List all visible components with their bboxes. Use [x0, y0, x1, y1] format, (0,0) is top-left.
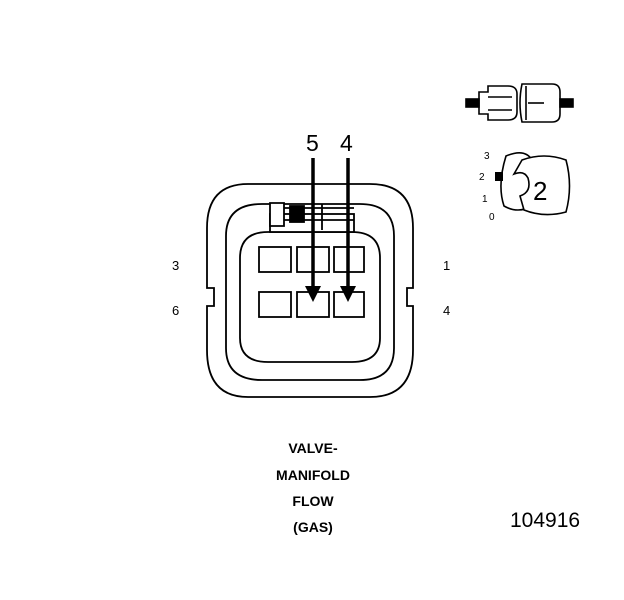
- position-label-1: 1: [482, 194, 488, 205]
- figure-number: 104916: [510, 509, 580, 532]
- caption-line-1: VALVE-: [288, 440, 338, 456]
- pin-label-3: 3: [172, 258, 179, 273]
- receptacle-housing: [519, 83, 561, 123]
- latch-hook: [269, 202, 285, 227]
- inner-cavity: [239, 231, 381, 363]
- connector-caption: VALVE- MANIFOLD FLOW (GAS): [276, 440, 350, 535]
- position-label-3: 3: [484, 151, 490, 162]
- arrow-pin-4-head: [340, 286, 356, 302]
- caption-line-3: FLOW: [292, 493, 334, 509]
- caption-line-4: (GAS): [293, 519, 333, 535]
- latch-tab: [289, 205, 305, 223]
- arrow-pin-5-head: [305, 286, 321, 302]
- indicator-marker: [495, 172, 503, 181]
- position-indicator: 3 2 1 0 2: [479, 151, 571, 223]
- terminal-cavity-pin-6: [258, 291, 292, 318]
- arrow-label-4: 4: [340, 130, 353, 156]
- terminal-cavity-pin-3: [258, 246, 292, 273]
- outer-shell: [206, 183, 414, 398]
- connector-face: [206, 183, 414, 398]
- position-label-2: 2: [479, 172, 485, 183]
- caption-line-2: MANIFOLD: [276, 467, 350, 483]
- pin-label-4: 4: [443, 303, 450, 318]
- connector-side-view-inset: [465, 83, 574, 123]
- indicator-lever: [512, 155, 571, 216]
- arrow-label-5: 5: [306, 130, 319, 156]
- wire-stub-right: [559, 98, 574, 108]
- middle-shell: [225, 203, 395, 381]
- position-label-0: 0: [489, 212, 495, 223]
- plug-housing: [478, 85, 518, 121]
- pin-arrows: 5 4: [305, 130, 356, 302]
- pin-label-6: 6: [172, 303, 179, 318]
- selected-position-label: 2: [533, 176, 547, 206]
- indicator-body: [500, 152, 533, 211]
- pin-labels: 3 6 1 4: [172, 258, 450, 318]
- pin-label-1: 1: [443, 258, 450, 273]
- wire-stub-left: [465, 98, 480, 108]
